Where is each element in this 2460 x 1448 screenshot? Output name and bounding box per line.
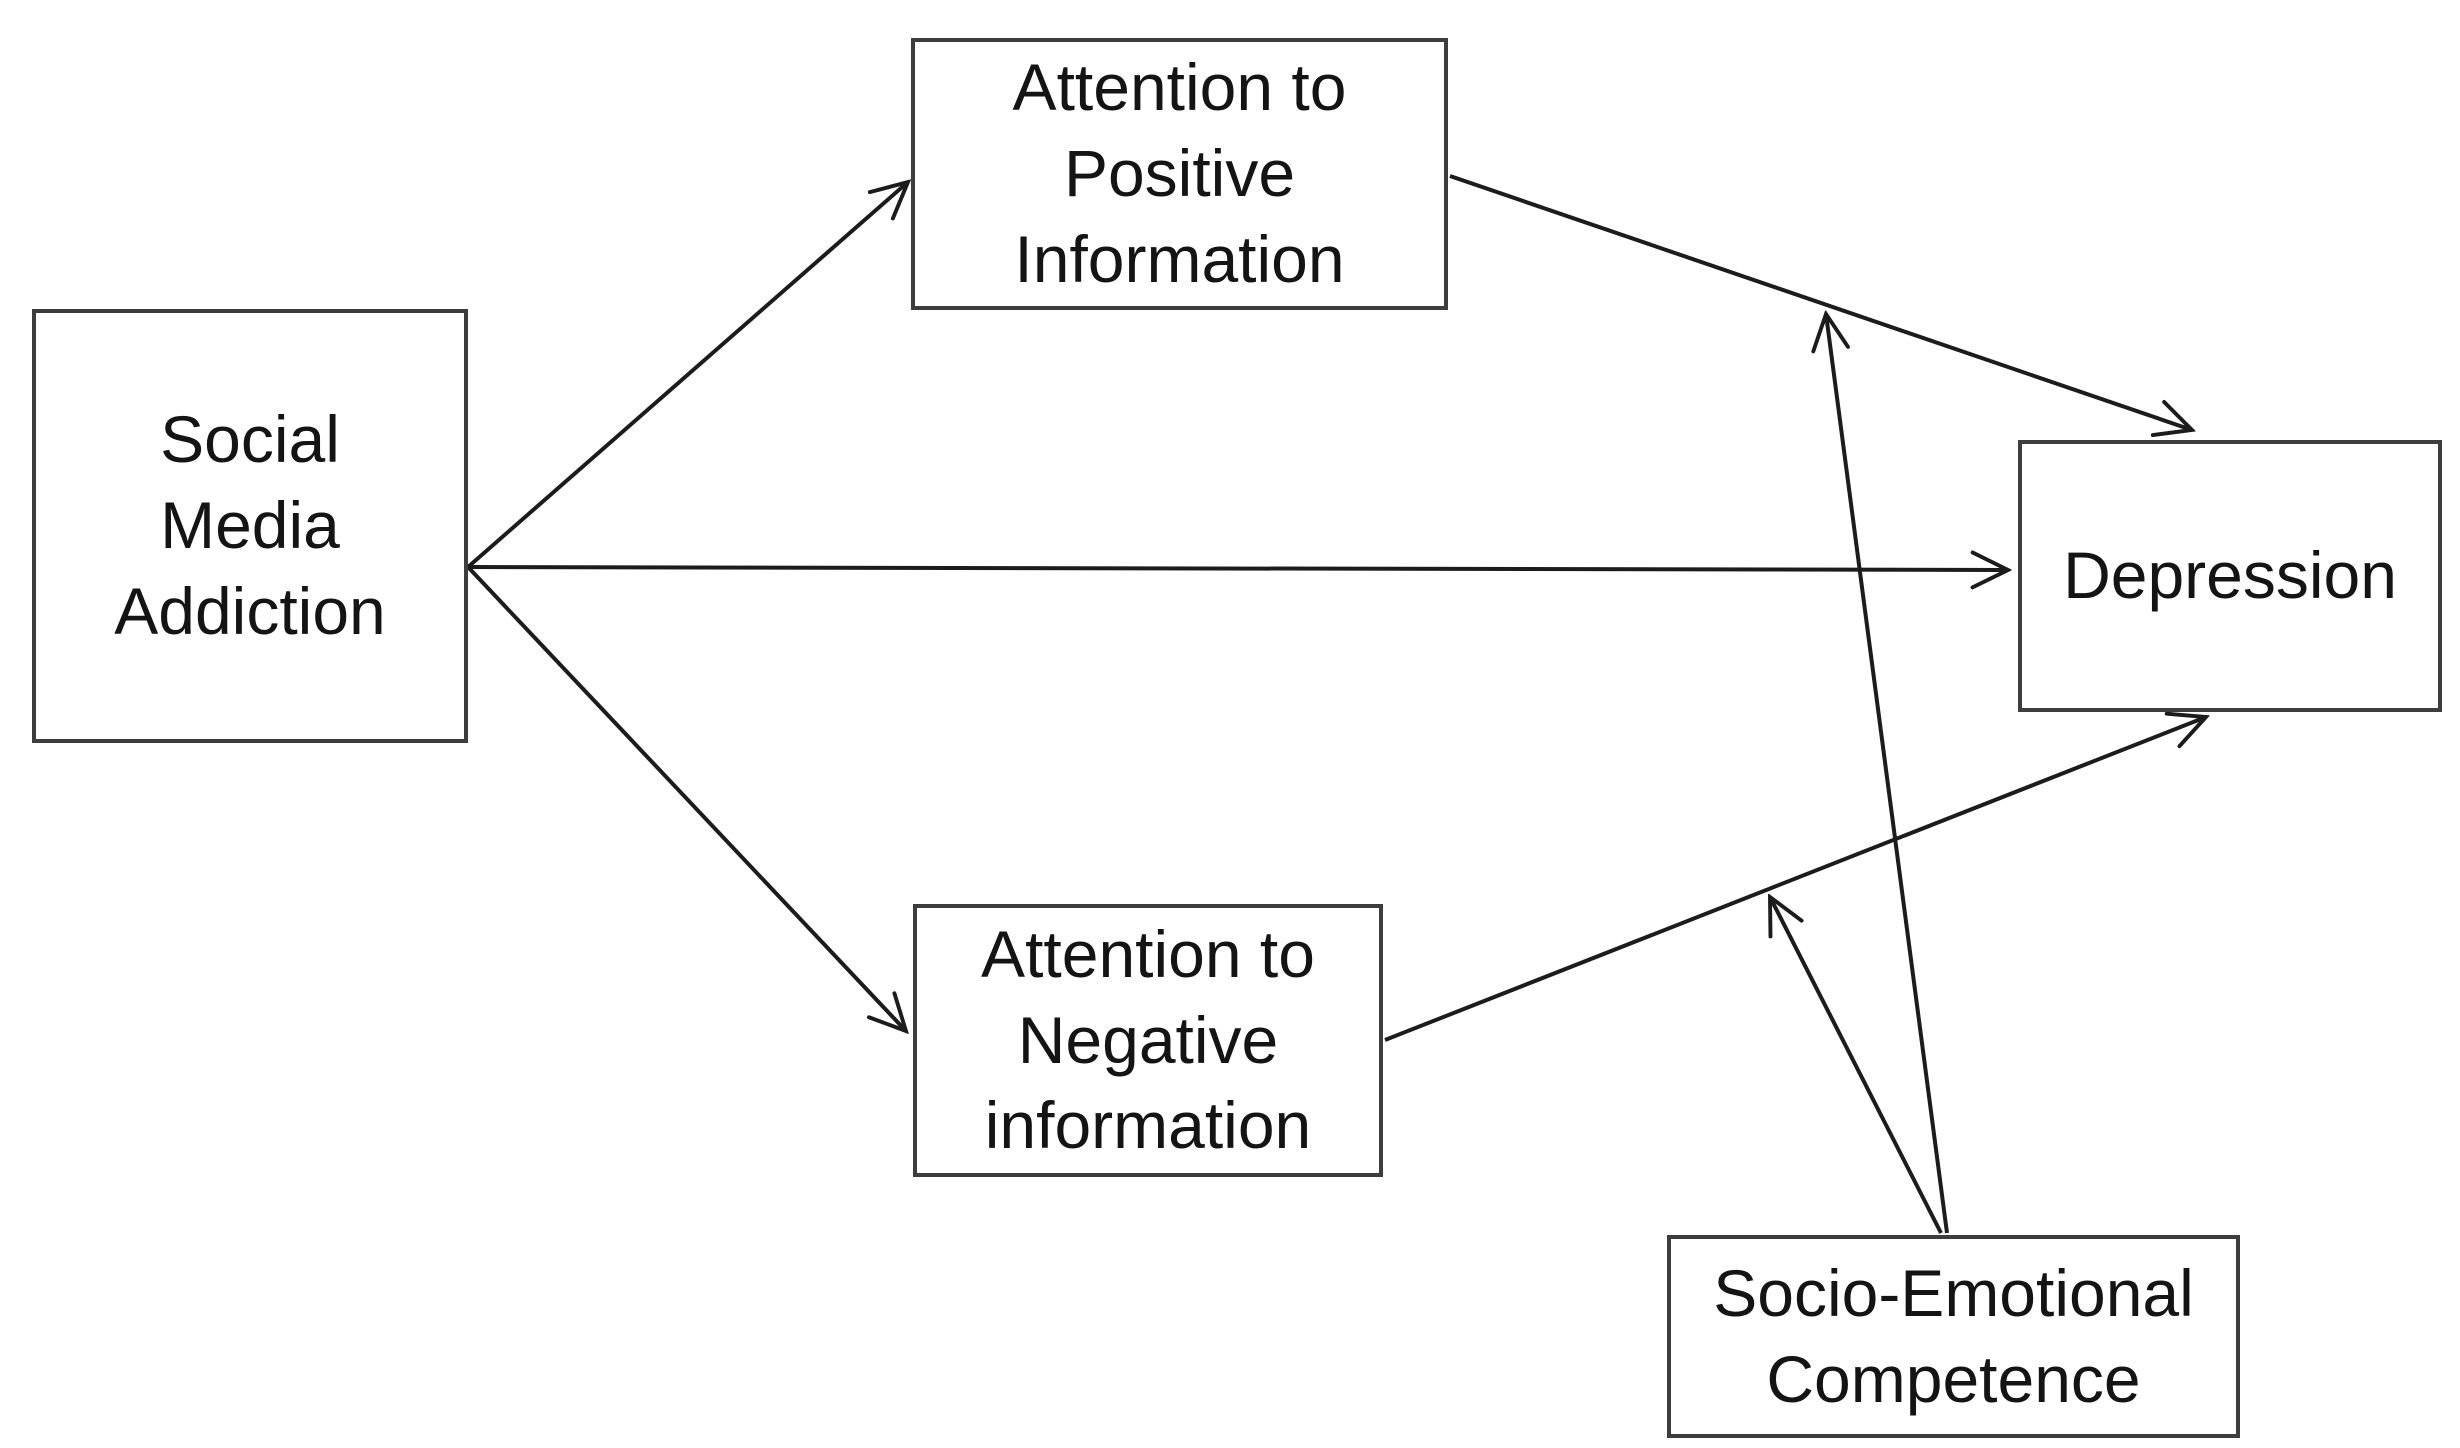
arrow-sma-to-positive (466, 182, 908, 569)
node-attention-negative-information: Attention to Negative information (913, 904, 1383, 1177)
arrow-sma-to-depression (467, 567, 2008, 570)
node-social-media-addiction-label: Social Media Addiction (114, 402, 386, 648)
arrow-negative-to-depression (1384, 717, 2206, 1042)
arrow-sec-to-negative-path (1770, 897, 1943, 1234)
node-attention-negative-information-label: Attention to Negative information (981, 916, 1315, 1163)
node-socio-emotional-competence: Socio-Emotional Competence (1667, 1235, 2240, 1438)
node-socio-emotional-competence-label: Socio-Emotional Competence (1713, 1255, 2194, 1416)
node-depression-label: Depression (2063, 538, 2397, 613)
arrow-sma-to-negative (466, 565, 906, 1031)
arrow-sec-to-positive-path (1826, 314, 1949, 1234)
node-social-media-addiction: Social Media Addiction (32, 309, 468, 743)
arrow-positive-to-depression (1449, 174, 2192, 430)
node-depression: Depression (2018, 440, 2442, 712)
node-attention-positive-information-label: Attention to Positive Information (1012, 50, 1347, 296)
node-attention-positive-information: Attention to Positive Information (911, 38, 1448, 310)
